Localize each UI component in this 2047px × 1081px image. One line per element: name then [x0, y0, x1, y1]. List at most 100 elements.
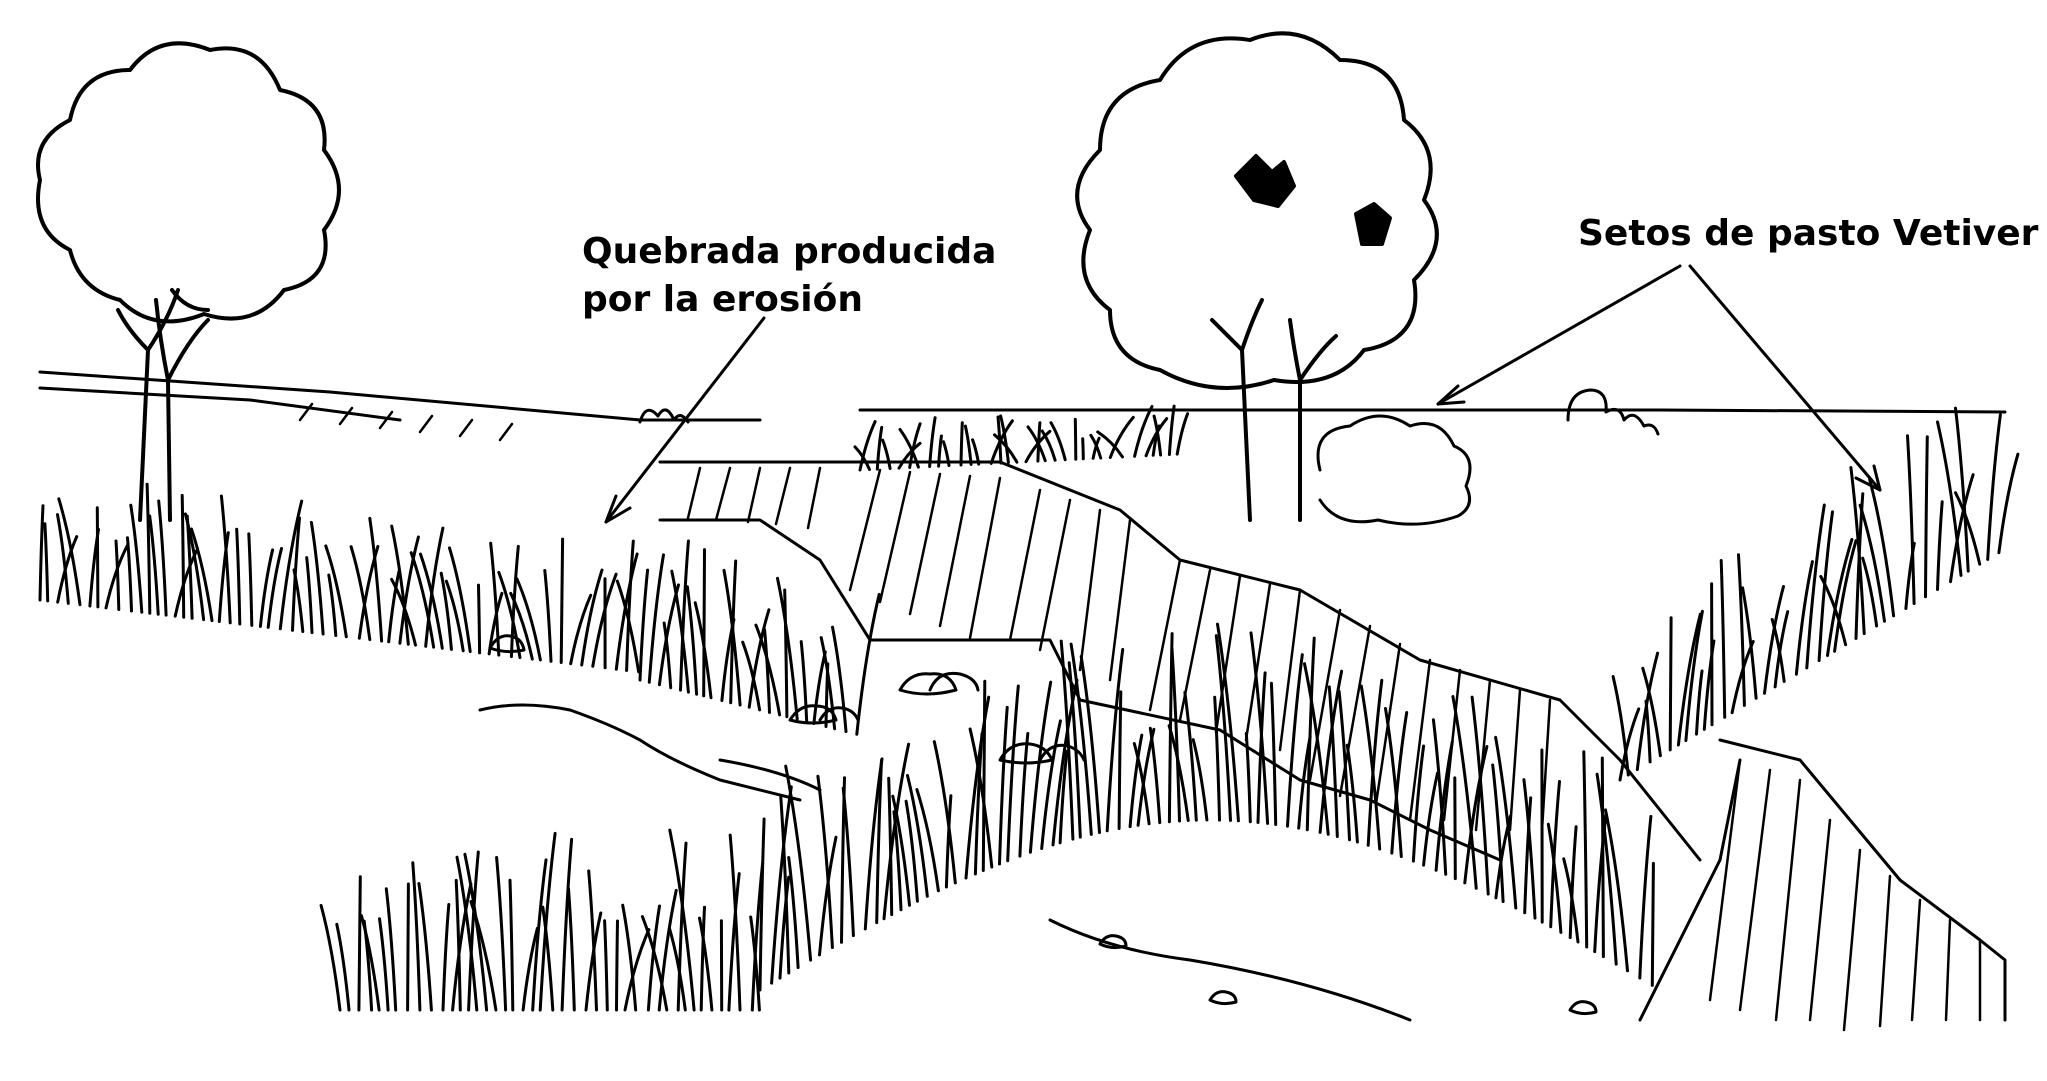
distant-bushes — [638, 388, 1660, 526]
grass-blade — [1175, 412, 1190, 456]
grass-blade — [292, 568, 305, 633]
grass-blade — [1359, 684, 1382, 851]
grass-blade — [1861, 556, 1879, 628]
grass-blade — [728, 833, 742, 1012]
grass-blade — [1108, 415, 1135, 459]
grass-blade — [587, 869, 598, 1012]
grass-blade — [1006, 684, 1020, 863]
grass-blade — [1668, 616, 1673, 752]
grass-blade — [615, 919, 619, 1012]
grass-blade — [1128, 733, 1144, 829]
grass-blade — [932, 740, 957, 885]
grass-blade — [469, 900, 498, 1012]
grass-blade — [559, 537, 565, 664]
grass-blade — [591, 572, 618, 668]
grass-blade — [841, 786, 855, 938]
grass-blade — [305, 556, 314, 635]
grass-blade — [1191, 738, 1209, 822]
grass-blade — [378, 917, 390, 1012]
grass-blade — [615, 579, 641, 674]
grass-blade — [455, 855, 479, 1012]
grass-blade — [357, 875, 362, 1012]
grass-blade — [891, 794, 911, 907]
grass-blade — [702, 548, 706, 698]
grass-blade — [1936, 420, 1963, 577]
grass-blade — [778, 875, 791, 980]
grass-blade — [1058, 749, 1069, 845]
grass-blade — [1214, 634, 1232, 822]
grass-blade — [819, 636, 837, 731]
grass-blade — [1036, 421, 1042, 463]
grass-blade — [319, 904, 342, 1012]
grass-blade — [266, 547, 283, 629]
grass-blade — [1411, 744, 1426, 863]
grass-blade — [38, 504, 45, 602]
grass-blade — [409, 551, 436, 649]
grass-blade — [509, 544, 520, 659]
grass-blade — [603, 919, 609, 1012]
grass-blade — [1562, 857, 1580, 944]
grass-blade — [667, 926, 687, 1012]
grass-blade — [776, 576, 799, 721]
grass-blade — [722, 568, 742, 707]
grass-blade — [508, 878, 515, 1012]
grass-blade — [1249, 631, 1270, 825]
grass-blade — [1434, 740, 1454, 872]
grass-blade — [942, 440, 951, 467]
grass-blade — [1152, 414, 1163, 457]
grass-blade — [411, 861, 422, 1012]
grass-blade — [1059, 639, 1075, 841]
grass-blade — [1117, 690, 1123, 830]
grass-blade — [1366, 678, 1384, 847]
grass-blade — [183, 512, 206, 622]
grass-blade — [999, 414, 1010, 465]
grass-blade — [1638, 815, 1653, 980]
grass-blade — [1523, 796, 1533, 915]
grass-blade — [1170, 647, 1181, 823]
grass-blade — [1695, 669, 1704, 736]
grass-blade — [1384, 707, 1403, 858]
grass-blade — [1546, 822, 1563, 934]
grass-blade — [387, 569, 401, 644]
gully-hatching — [298, 402, 1982, 1032]
grass-blade — [384, 887, 398, 1012]
grass-blade — [662, 621, 673, 690]
grass-blade — [104, 542, 130, 610]
grass-blade — [1491, 763, 1505, 903]
grass-blade — [1040, 719, 1062, 850]
grass-blade — [487, 591, 504, 656]
grass-blade — [1676, 612, 1702, 747]
grass-blade — [1079, 655, 1101, 834]
label-vetiver-hedges: Setos de pasto Vetiver — [1578, 213, 2039, 254]
grass-blade — [497, 570, 522, 660]
grass-blade — [1051, 678, 1079, 847]
grass-blade — [173, 549, 199, 618]
grass-blade — [855, 592, 881, 736]
grass-blade — [699, 905, 706, 1012]
grass-blade — [647, 553, 665, 684]
grass-blade — [454, 878, 462, 1012]
grass-blade — [1833, 539, 1858, 653]
grass-blade — [368, 516, 384, 643]
grass-blade — [1096, 430, 1124, 459]
grass-blade — [1997, 452, 2020, 555]
grass-blade — [419, 552, 444, 650]
grass-blade — [676, 841, 688, 1012]
grass-blade — [1183, 690, 1198, 822]
grass-blade — [444, 579, 465, 653]
vetiver-grass-hedges — [38, 404, 2020, 1012]
grass-blade — [1568, 825, 1578, 940]
grass-blade — [157, 499, 168, 617]
grass-blade — [1018, 732, 1030, 858]
grass-blade — [390, 524, 410, 646]
grass-blade — [1641, 666, 1662, 758]
gully-floor — [478, 703, 1412, 1022]
grass-blade — [1089, 433, 1103, 460]
grass-blade — [1337, 689, 1351, 842]
grass-blade — [291, 516, 301, 632]
grass-blade — [727, 872, 741, 1012]
grass-blade — [1826, 537, 1854, 657]
grass-blade — [915, 788, 940, 893]
grass-blade — [741, 640, 762, 712]
grass-blade — [235, 527, 242, 626]
